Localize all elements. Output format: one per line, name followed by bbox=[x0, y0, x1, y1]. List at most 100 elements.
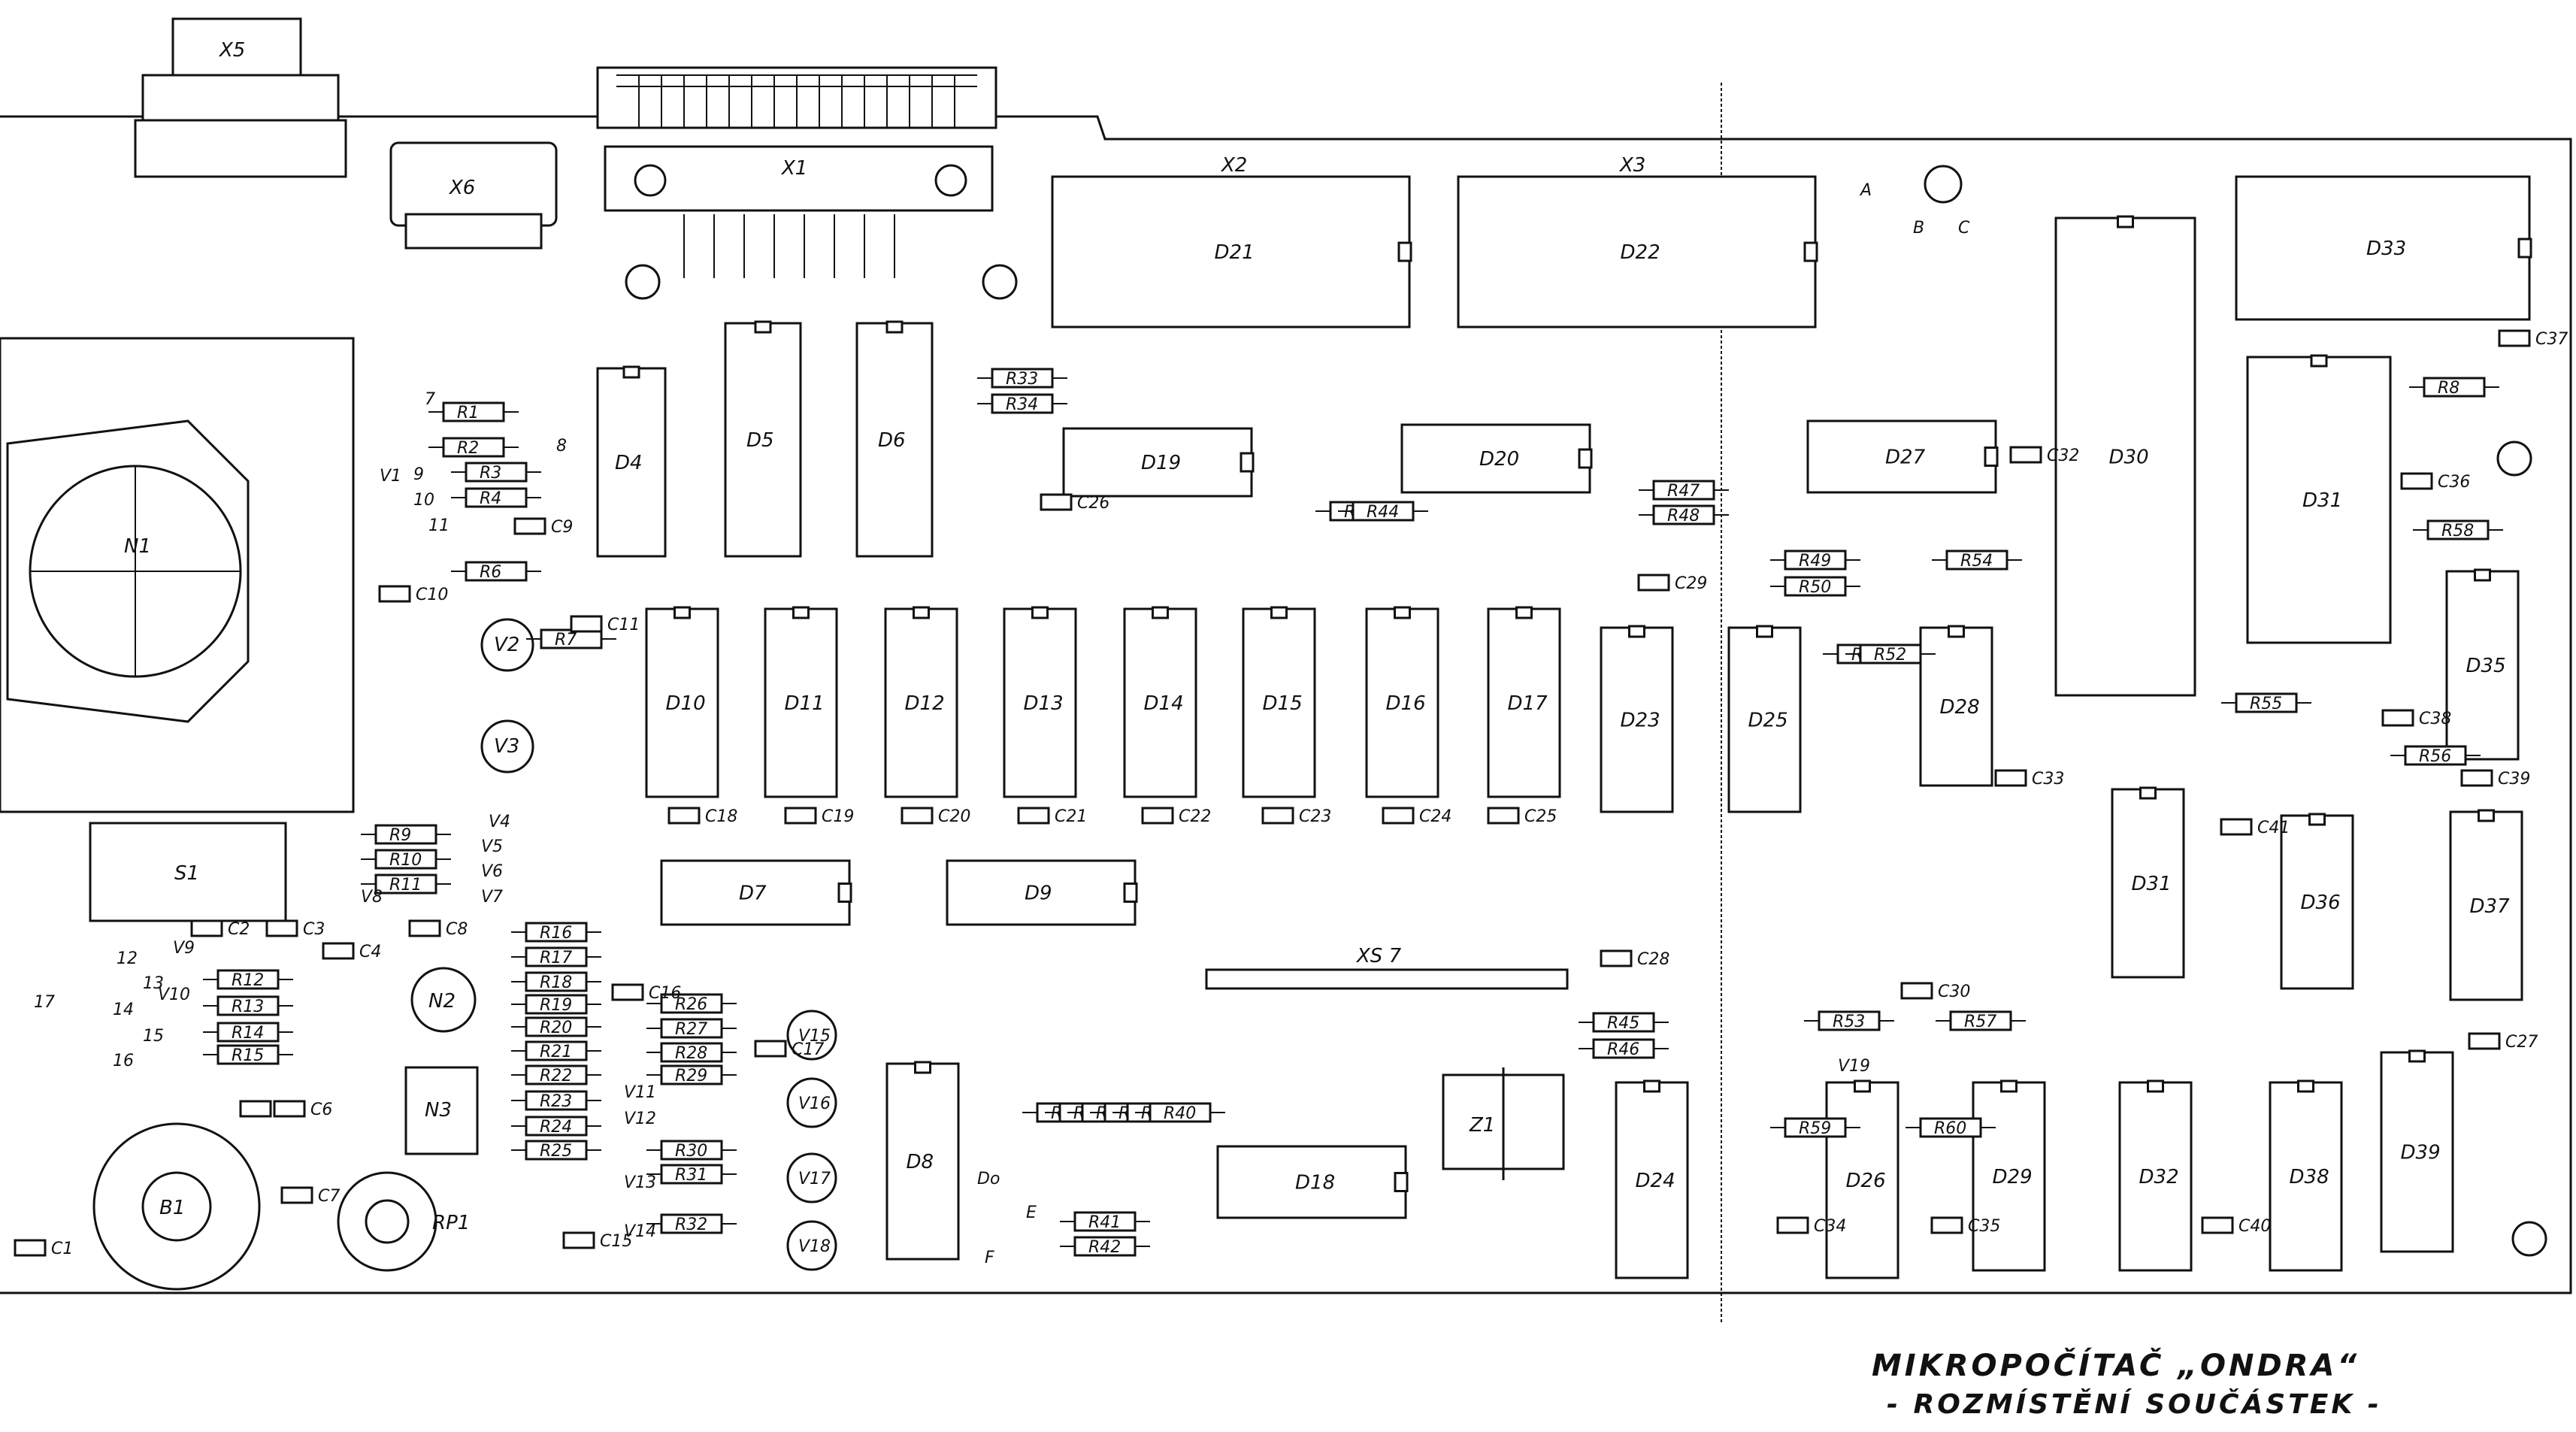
resistor-r19: R19 bbox=[511, 994, 601, 1015]
resistor-r60: R60 bbox=[1906, 1117, 1996, 1138]
ic-label: D39 bbox=[2401, 1142, 2441, 1164]
resistor-r48: R48 bbox=[1639, 504, 1729, 525]
svg-text:X6: X6 bbox=[448, 177, 475, 199]
capacitor-c8: C8 bbox=[408, 919, 468, 939]
resistor-r16: R16 bbox=[511, 922, 601, 943]
capacitor-label: C11 bbox=[607, 616, 640, 634]
resistor-label: R41 bbox=[1088, 1213, 1121, 1232]
capacitor-c23: C23 bbox=[1261, 807, 1331, 826]
point-label: Do bbox=[977, 1170, 1000, 1188]
resistor-r7: R7 bbox=[526, 628, 616, 649]
capacitor-c1: C1 bbox=[14, 1239, 73, 1258]
svg-text:Z1: Z1 bbox=[1469, 1114, 1495, 1137]
resistor-r32: R32 bbox=[646, 1213, 737, 1234]
resistor-label: R59 bbox=[1799, 1119, 1831, 1138]
ic-label: D37 bbox=[2470, 895, 2511, 918]
regulator-n3: N3 bbox=[404, 1066, 479, 1155]
resistor-label: R46 bbox=[1607, 1040, 1639, 1059]
ic-d15: D15 bbox=[1242, 606, 1316, 798]
semi-v4: V4 bbox=[489, 813, 510, 831]
capacitor-label: C27 bbox=[2505, 1033, 2538, 1052]
resistor-r56: R56 bbox=[2390, 745, 2481, 766]
capacitor-c28: C28 bbox=[1600, 949, 1669, 969]
semi-v6: V6 bbox=[481, 862, 503, 881]
resistor-label: R6 bbox=[480, 563, 501, 582]
ic-d23: D23 bbox=[1600, 625, 1674, 813]
capacitor-label: C17 bbox=[792, 1040, 824, 1059]
resistor-r22: R22 bbox=[511, 1064, 601, 1085]
buzzer-b1: B1 bbox=[92, 1122, 261, 1291]
svg-text:V15: V15 bbox=[798, 1027, 831, 1046]
ic-d8: D8 bbox=[885, 1061, 960, 1261]
resistor-r28: R28 bbox=[646, 1042, 737, 1063]
capacitor-c36: C36 bbox=[2400, 472, 2470, 492]
capacitor-c33: C33 bbox=[1994, 769, 2064, 789]
semi-v5: V5 bbox=[481, 837, 503, 856]
ic-d33: D33 bbox=[2235, 175, 2532, 321]
capacitor-c16: C16 bbox=[611, 983, 681, 1003]
resistor-label: R28 bbox=[675, 1044, 707, 1063]
resistor-r23: R23 bbox=[511, 1090, 601, 1111]
resistor-r47: R47 bbox=[1639, 480, 1729, 501]
resistor-r58: R58 bbox=[2413, 519, 2503, 540]
ic-label: D16 bbox=[1386, 692, 1426, 715]
capacitor-c41: C41 bbox=[2220, 818, 2290, 837]
resistor-label: R44 bbox=[1367, 503, 1399, 522]
resistor-r24: R24 bbox=[511, 1116, 601, 1137]
resistor-r27: R27 bbox=[646, 1018, 737, 1039]
ic-label: D14 bbox=[1144, 692, 1184, 715]
capacitor-c30: C30 bbox=[1900, 982, 1970, 1001]
resistor-r6: R6 bbox=[451, 561, 541, 582]
resistor-label: R13 bbox=[232, 998, 264, 1016]
ic-d12: D12 bbox=[884, 606, 958, 798]
ic-d31: D31 bbox=[2246, 354, 2392, 644]
semi-v8: V8 bbox=[361, 888, 383, 907]
capacitor-label: C34 bbox=[1814, 1217, 1846, 1236]
resistor-label: R47 bbox=[1667, 482, 1700, 501]
resistor-label: R49 bbox=[1799, 552, 1831, 571]
ic-label: D32 bbox=[2139, 1166, 2179, 1188]
capacitor-label: C25 bbox=[1524, 807, 1557, 826]
ic-label: D20 bbox=[1479, 448, 1519, 471]
diagram-subtitle: - ROZMÍSTĚNÍ SOUČÁSTEK - bbox=[1887, 1388, 2382, 1420]
connector-x1: X1 bbox=[596, 66, 997, 278]
ic-label: D8 bbox=[907, 1151, 934, 1173]
capacitor-label: C4 bbox=[359, 943, 381, 961]
capacitor-c11: C11 bbox=[570, 615, 640, 634]
capacitor-label: C7 bbox=[318, 1187, 340, 1206]
capacitor-c40: C40 bbox=[2201, 1216, 2271, 1236]
resistor-r54: R54 bbox=[1932, 549, 2022, 571]
resistor-label: R40 bbox=[1164, 1104, 1196, 1123]
ic-label: D15 bbox=[1263, 692, 1303, 715]
ic-label: D9 bbox=[1025, 883, 1052, 905]
resistor-label: R33 bbox=[1006, 370, 1038, 389]
resistor-r42: R42 bbox=[1060, 1236, 1150, 1257]
capacitor-label: C24 bbox=[1419, 807, 1451, 826]
capacitor-label: C6 bbox=[310, 1100, 332, 1119]
ic-label: D17 bbox=[1508, 692, 1548, 715]
semi-v9: V9 bbox=[173, 939, 195, 958]
resistor-r4: R4 bbox=[451, 487, 541, 508]
resistor-label: R30 bbox=[675, 1142, 707, 1161]
connector-x2: X2 bbox=[1220, 154, 1247, 177]
capacitor-c10: C10 bbox=[378, 585, 448, 604]
ic-d27: D27 bbox=[1806, 419, 1999, 494]
capacitor-label: C29 bbox=[1675, 574, 1707, 593]
svg-text:N1: N1 bbox=[124, 535, 151, 558]
point-label: E bbox=[1026, 1203, 1037, 1222]
ic-label: D38 bbox=[2290, 1166, 2329, 1188]
semi-v1: V1 bbox=[380, 467, 401, 486]
resistor-r57: R57 bbox=[1936, 1010, 2026, 1031]
svg-text:B1: B1 bbox=[159, 1197, 185, 1219]
capacitor-c9: C9 bbox=[513, 517, 573, 537]
ic-d5: D5 bbox=[724, 320, 802, 558]
ic-d19: D19 bbox=[1062, 427, 1255, 498]
capacitor-c18: C18 bbox=[667, 807, 737, 826]
ic-d20: D20 bbox=[1400, 423, 1593, 494]
resistor-label: R52 bbox=[1874, 646, 1906, 665]
ic-d25: D25 bbox=[1727, 625, 1802, 813]
svg-text:RP1: RP1 bbox=[432, 1212, 470, 1234]
capacitor-label: C2 bbox=[228, 920, 250, 939]
resistor-label: R23 bbox=[540, 1092, 572, 1111]
resistor-label: R53 bbox=[1833, 1013, 1865, 1031]
